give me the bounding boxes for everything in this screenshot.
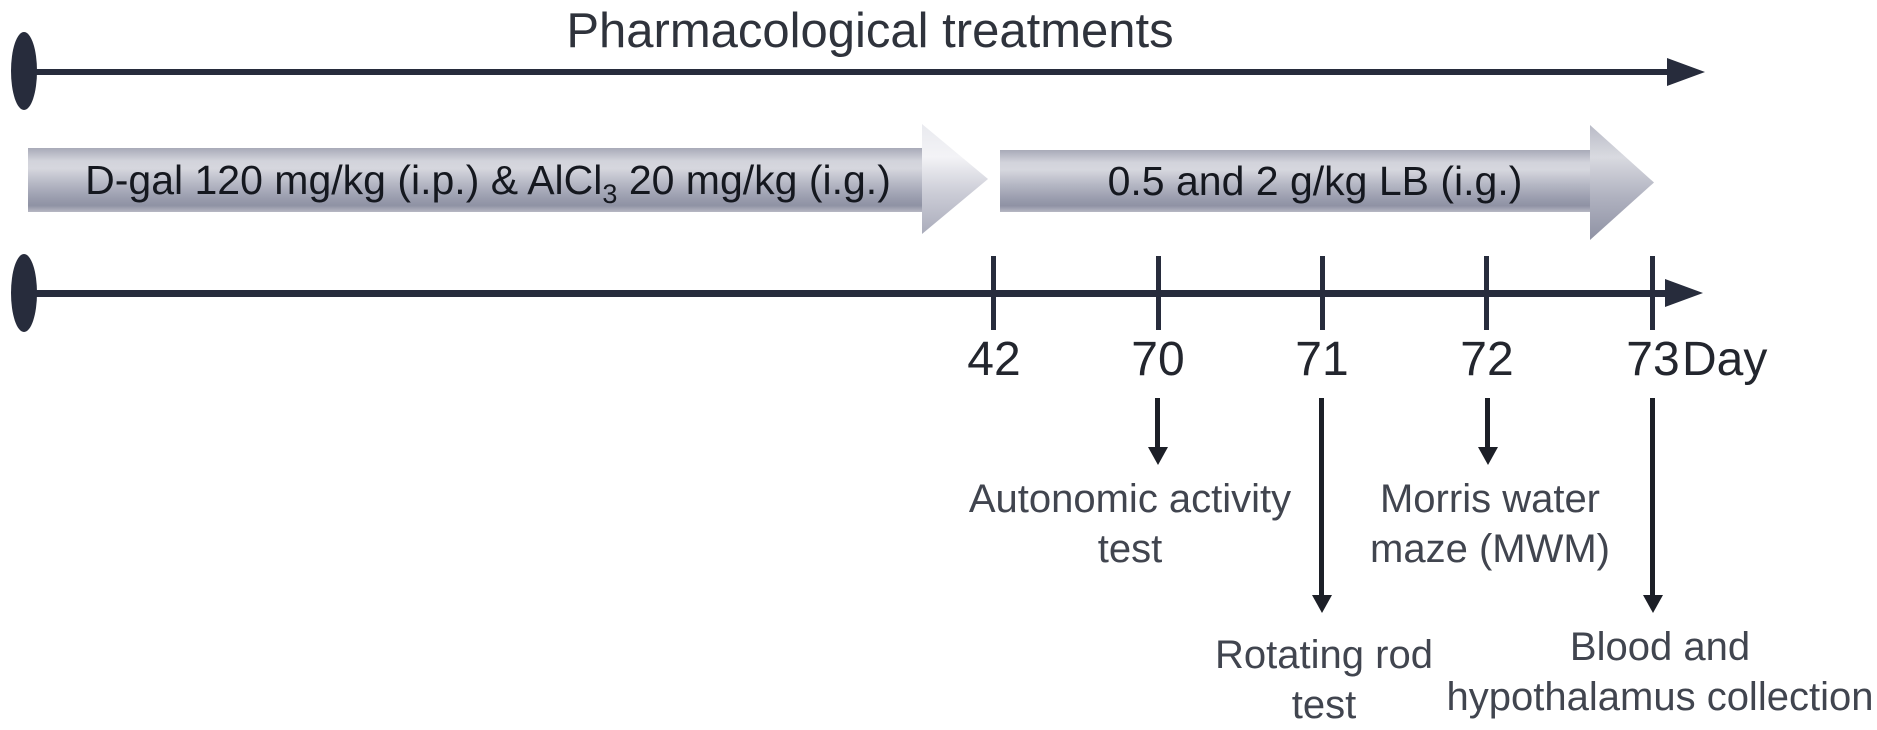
top-timeline-line — [24, 69, 1670, 75]
tick-day-73 — [1650, 256, 1655, 330]
day-label-70: 70 — [1131, 333, 1185, 386]
event-arrow-day-73 — [1650, 398, 1655, 596]
day-label-73: 73 — [1626, 333, 1680, 386]
event-arrowhead-day-71-icon — [1312, 595, 1332, 613]
day-label-71: 71 — [1295, 333, 1349, 386]
day-label-42: 42 — [967, 333, 1021, 386]
figure-title: Pharmacological treatments — [566, 4, 1174, 58]
top-timeline-arrowhead-icon — [1667, 58, 1705, 86]
event-label-line1: Morris water — [1379, 477, 1601, 521]
event-label-line1: Autonomic activity — [968, 477, 1292, 521]
tick-day-42 — [991, 256, 996, 330]
tick-day-70 — [1156, 256, 1161, 330]
event-label-morris-water-maze: Morris water maze (MWM) — [1290, 474, 1690, 574]
treatment-banner-dgal-alcl3-label: D-gal 120 mg/kg (i.p.) & AlCl3 20 mg/kg … — [59, 156, 891, 208]
tick-day-71 — [1320, 256, 1325, 330]
event-arrowhead-day-73-icon — [1643, 595, 1663, 613]
day-unit-label: Day — [1682, 333, 1768, 386]
event-label-line1: Blood and — [1569, 625, 1751, 669]
event-arrow-day-72 — [1485, 398, 1490, 448]
event-arrowhead-day-70-icon — [1148, 447, 1168, 465]
event-label-autonomic-activity-test: Autonomic activity test — [930, 474, 1330, 574]
event-label-line2: test — [1291, 683, 1357, 727]
day-label-72: 72 — [1460, 333, 1514, 386]
tick-day-72 — [1484, 256, 1489, 330]
event-label-line1: Rotating rod — [1215, 633, 1433, 677]
day-timeline-line — [24, 290, 1668, 297]
treatment-banner-dgal-alcl3: D-gal 120 mg/kg (i.p.) & AlCl3 20 mg/kg … — [28, 148, 922, 212]
treatment-banner-dgal-arrowhead-icon — [922, 124, 988, 234]
event-arrow-day-70 — [1155, 398, 1160, 448]
treatment-banner-lb-arrowhead-icon — [1590, 125, 1654, 240]
alcl3-subscript: 3 — [602, 178, 618, 209]
treatment-banner-lb: 0.5 and 2 g/kg LB (i.g.) — [1000, 150, 1590, 212]
treatment-banner-lb-label: 0.5 and 2 g/kg LB (i.g.) — [1107, 157, 1523, 204]
day-timeline-arrowhead-icon — [1665, 279, 1703, 307]
event-arrowhead-day-72-icon — [1478, 447, 1498, 465]
event-label-line2: test — [1097, 527, 1163, 571]
event-label-line2: hypothalamus collection — [1446, 675, 1874, 719]
event-label-rotating-rod-test: Rotating rod test — [1124, 630, 1524, 730]
event-arrow-day-71 — [1319, 398, 1324, 596]
dgal-label-rest: 20 mg/kg (i.g.) — [617, 156, 891, 203]
dgal-label-main: D-gal 120 mg/kg (i.p.) & AlCl — [85, 156, 603, 203]
event-label-line2: maze (MWM) — [1370, 527, 1610, 571]
event-label-blood-hypothalamus-collection: Blood and hypothalamus collection — [1425, 622, 1877, 722]
